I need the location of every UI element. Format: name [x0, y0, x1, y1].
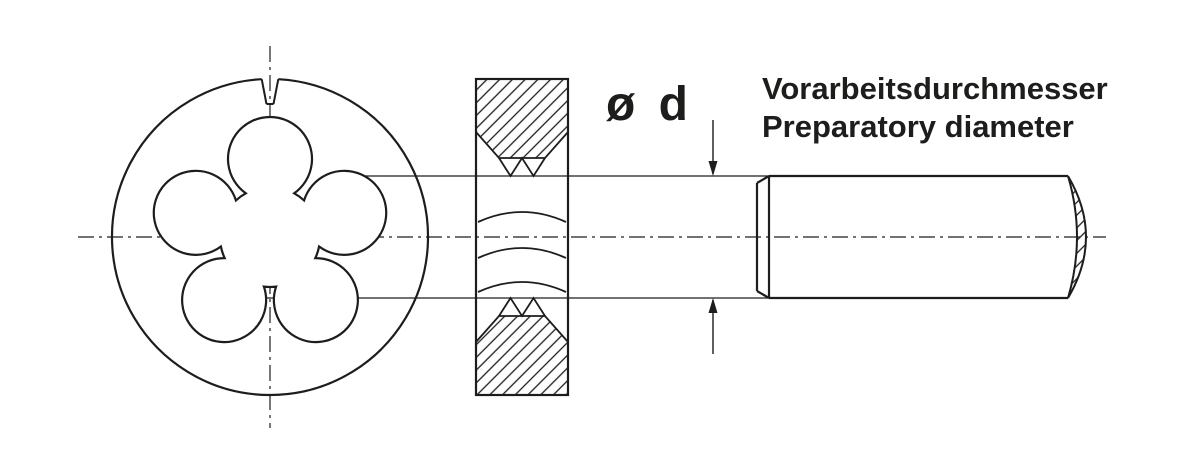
rod-chamfer-top: [756, 175, 770, 184]
visible-thread-curves: [477, 211, 567, 293]
section-hatch-bottom: [475, 315, 569, 396]
thread-teeth-top: [498, 156, 546, 178]
dimension-arrow-top: [708, 161, 718, 176]
workpiece-rod: [755, 174, 1087, 300]
die-outer-circle: [110, 78, 430, 397]
caption-german: Vorarbeitsdurchmesser: [762, 71, 1108, 106]
diameter-label: ø d: [606, 78, 693, 131]
centerlines: [78, 46, 1106, 428]
caption-block: Vorarbeitsdurchmesser Preparatory diamet…: [762, 71, 1108, 144]
rod-break-section: [1067, 175, 1087, 299]
thread-teeth-bottom: [498, 296, 546, 318]
die-bore-outline: [152, 115, 388, 344]
die-adjustment-slit: [260, 79, 280, 105]
section-hatch-top: [475, 78, 569, 159]
die-front-view: [110, 78, 430, 397]
dimension-d: ø d: [606, 78, 718, 354]
dimension-arrow-bottom: [708, 298, 718, 313]
caption-english: Preparatory diameter: [762, 109, 1074, 144]
die-section-view: [474, 77, 570, 397]
rod-chamfer-bottom: [756, 290, 770, 299]
